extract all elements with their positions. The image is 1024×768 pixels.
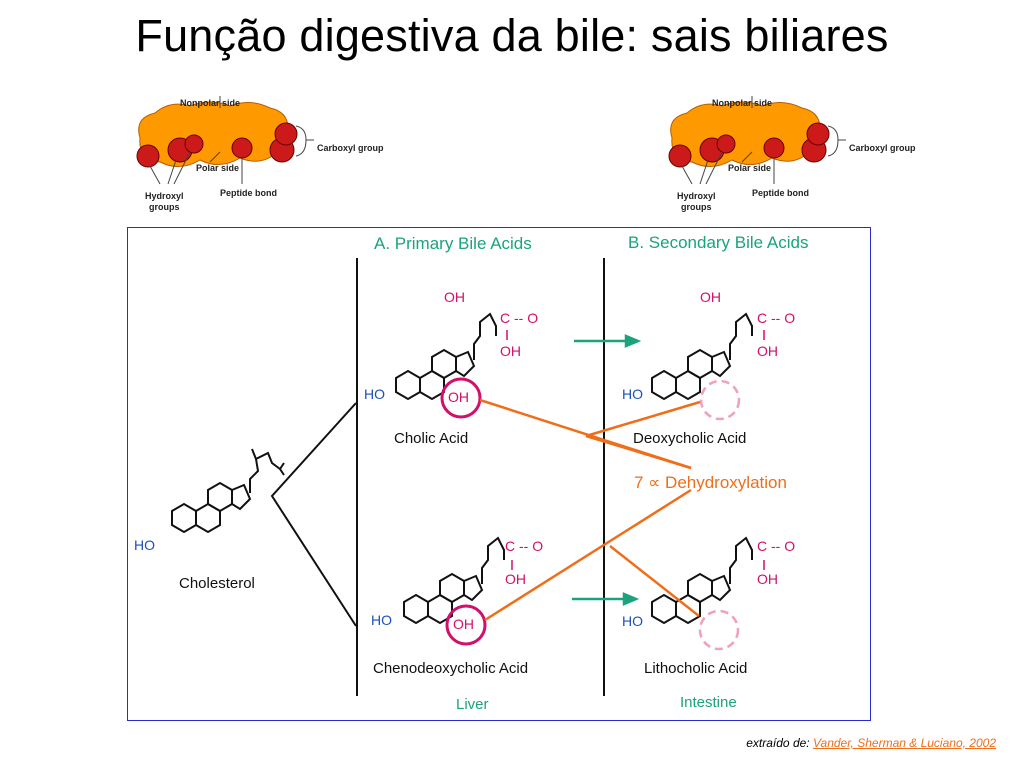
cheno-oh-highlight-circle (445, 604, 487, 646)
dehydroxylation-lines (479, 398, 701, 622)
lithocholic-oh-side: OH (757, 571, 778, 587)
cheno-circled-oh: OH (453, 616, 474, 632)
cheno-oh-side: OH (505, 571, 526, 587)
lithocholic-removed-oh-circle (698, 609, 740, 651)
deoxycholic-ho-label: HO (622, 386, 643, 402)
deoxycholic-acid-structure (651, 312, 753, 400)
cholesterol-name: Cholesterol (179, 575, 255, 592)
lithocholic-ho-label: HO (622, 613, 643, 629)
liver-label: Liver (456, 696, 489, 713)
polar-side-label: Polar side (196, 163, 240, 173)
cholic-acid-name: Cholic Acid (394, 430, 469, 447)
pathway-branch-lines (270, 402, 357, 627)
deoxycholic-removed-oh-circle (699, 379, 741, 421)
peptide-bond-label: Peptide bond (752, 188, 809, 198)
dehydroxylation-label: 7 ∝ Dehydroxylation (634, 473, 787, 492)
cholic-oh-side: OH (500, 343, 521, 359)
hydroxyl-groups-label-line1: Hydroxyl (145, 191, 184, 201)
chenodeoxycholic-acid-name: Chenodeoxycholic Acid (373, 660, 529, 677)
conversion-arrows (572, 334, 642, 606)
cholic-acid-structure (395, 312, 497, 400)
cheno-ho-label: HO (371, 612, 392, 628)
cholic-carboxyl: C -- O (500, 310, 539, 326)
polar-side-label: Polar side (728, 163, 772, 173)
bile-salt-molecule-diagram-right: Nonpolar side Carboxyl group Polar side … (652, 88, 952, 218)
bile-salt-molecule-drawing (668, 96, 846, 185)
citation-prefix: extraído de: (746, 736, 810, 750)
cholic-oh-top: OH (444, 289, 465, 305)
intestine-label: Intestine (680, 694, 737, 711)
citation: extraído de: Vander, Sherman & Luciano, … (746, 736, 996, 750)
cholic-oh-highlight-circle (440, 377, 482, 419)
lithocholic-carboxyl: C -- O (757, 538, 796, 554)
cholesterol-structure (171, 448, 285, 533)
primary-bile-acids-header: A. Primary Bile Acids (374, 234, 532, 253)
hydroxyl-groups-label-line2: groups (681, 202, 712, 212)
deoxycholic-carboxyl: C -- O (757, 310, 796, 326)
hydroxyl-groups-label-line2: groups (149, 202, 180, 212)
cholesterol-ho-label: HO (134, 537, 155, 553)
bile-salt-molecule-diagram-left: Nonpolar side Carboxyl group Polar side … (120, 88, 420, 218)
cheno-carboxyl: C -- O (505, 538, 544, 554)
nonpolar-side-label: Nonpolar side (180, 98, 241, 108)
carboxyl-group-label: Carboxyl group (317, 143, 384, 153)
lithocholic-acid-structure (651, 536, 753, 624)
page-title: Função digestiva da bile: sais biliares (135, 10, 889, 61)
bile-salt-molecule-drawing (136, 96, 314, 185)
lithocholic-acid-name: Lithocholic Acid (644, 660, 748, 677)
bile-acid-figure-drawing (171, 258, 765, 696)
nonpolar-side-label: Nonpolar side (712, 98, 773, 108)
cholic-circled-oh: OH (448, 389, 469, 405)
deoxycholic-acid-name: Deoxycholic Acid (633, 430, 747, 447)
deoxycholic-oh-side: OH (757, 343, 778, 359)
bile-acid-figure: A. Primary Bile Acids B. Secondary Bile … (127, 227, 871, 721)
secondary-bile-acids-header: B. Secondary Bile Acids (628, 233, 809, 252)
peptide-bond-label: Peptide bond (220, 188, 277, 198)
citation-source-link[interactable]: Vander, Sherman & Luciano, 2002 (812, 736, 996, 750)
carboxyl-connectors (506, 330, 765, 570)
chenodeoxycholic-acid-structure (403, 536, 505, 624)
cholic-ho-label: HO (364, 386, 385, 402)
hydroxyl-groups-label-line1: Hydroxyl (677, 191, 716, 201)
carboxyl-group-label: Carboxyl group (849, 143, 916, 153)
deoxycholic-oh-top: OH (700, 289, 721, 305)
